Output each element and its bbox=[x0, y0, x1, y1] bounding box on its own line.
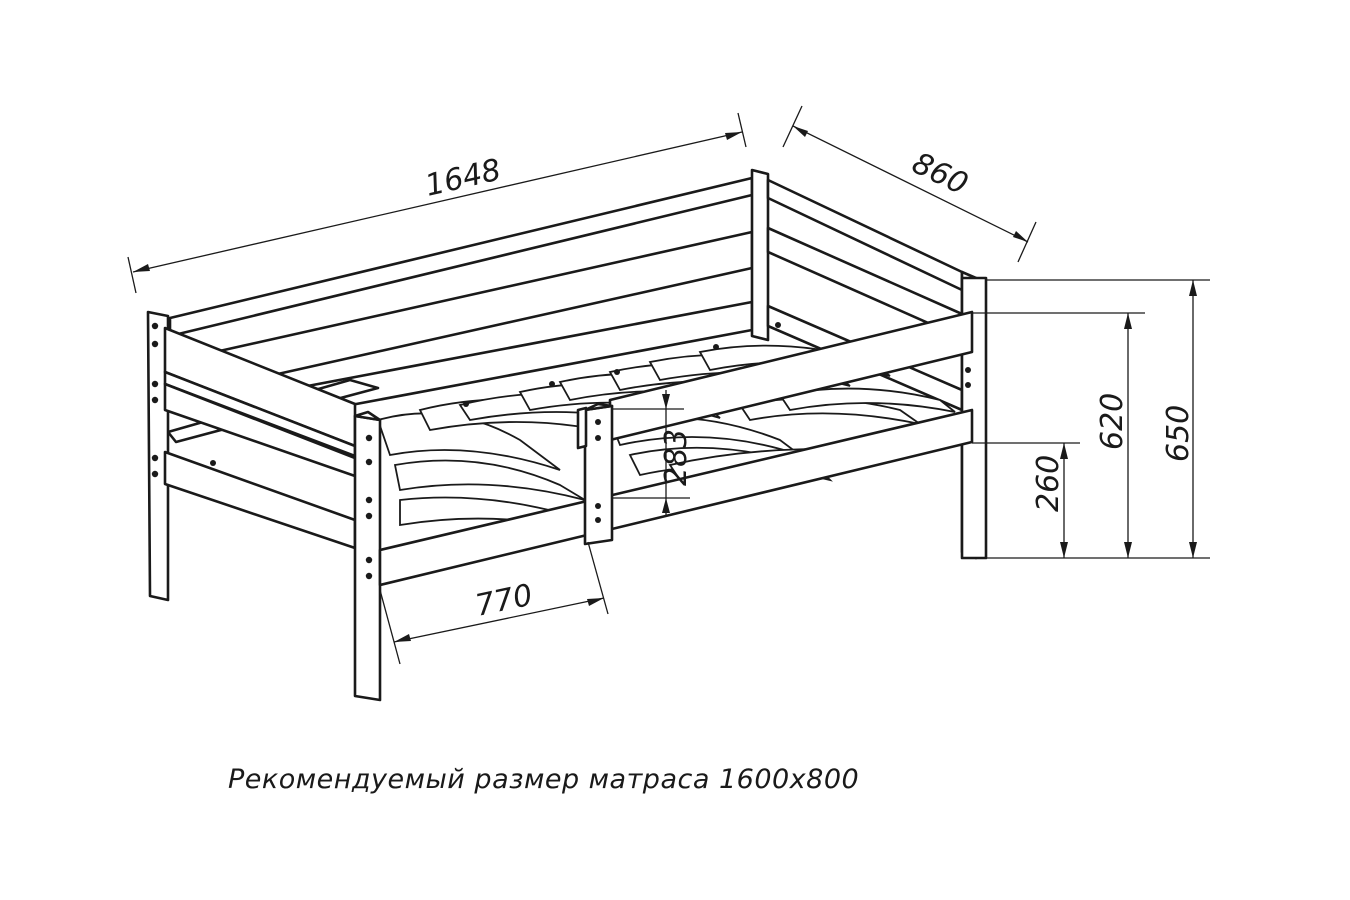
back-side-frame bbox=[168, 168, 770, 424]
left-end-frame bbox=[146, 310, 382, 702]
dim-height-620-label: 620 bbox=[1095, 393, 1130, 450]
dimension-height-650: 650 bbox=[986, 279, 1210, 559]
dimension-height-260: 260 bbox=[972, 442, 1080, 558]
mattress-size-caption: Рекомендуемый размер матраса 1600х800 bbox=[228, 764, 860, 795]
dim-height-650-label: 650 bbox=[1161, 405, 1196, 462]
dimension-depth: 860 bbox=[782, 105, 1037, 263]
dim-height-260-label: 260 bbox=[1031, 455, 1066, 512]
dim-guard-label: 283 bbox=[659, 429, 694, 486]
dimension-guard-283: 283 bbox=[612, 390, 694, 516]
dimension-height-620: 620 bbox=[972, 312, 1145, 558]
dim-opening-label: 770 bbox=[472, 578, 535, 624]
dim-depth-label: 860 bbox=[906, 146, 973, 203]
dim-length-label: 1648 bbox=[422, 153, 504, 204]
